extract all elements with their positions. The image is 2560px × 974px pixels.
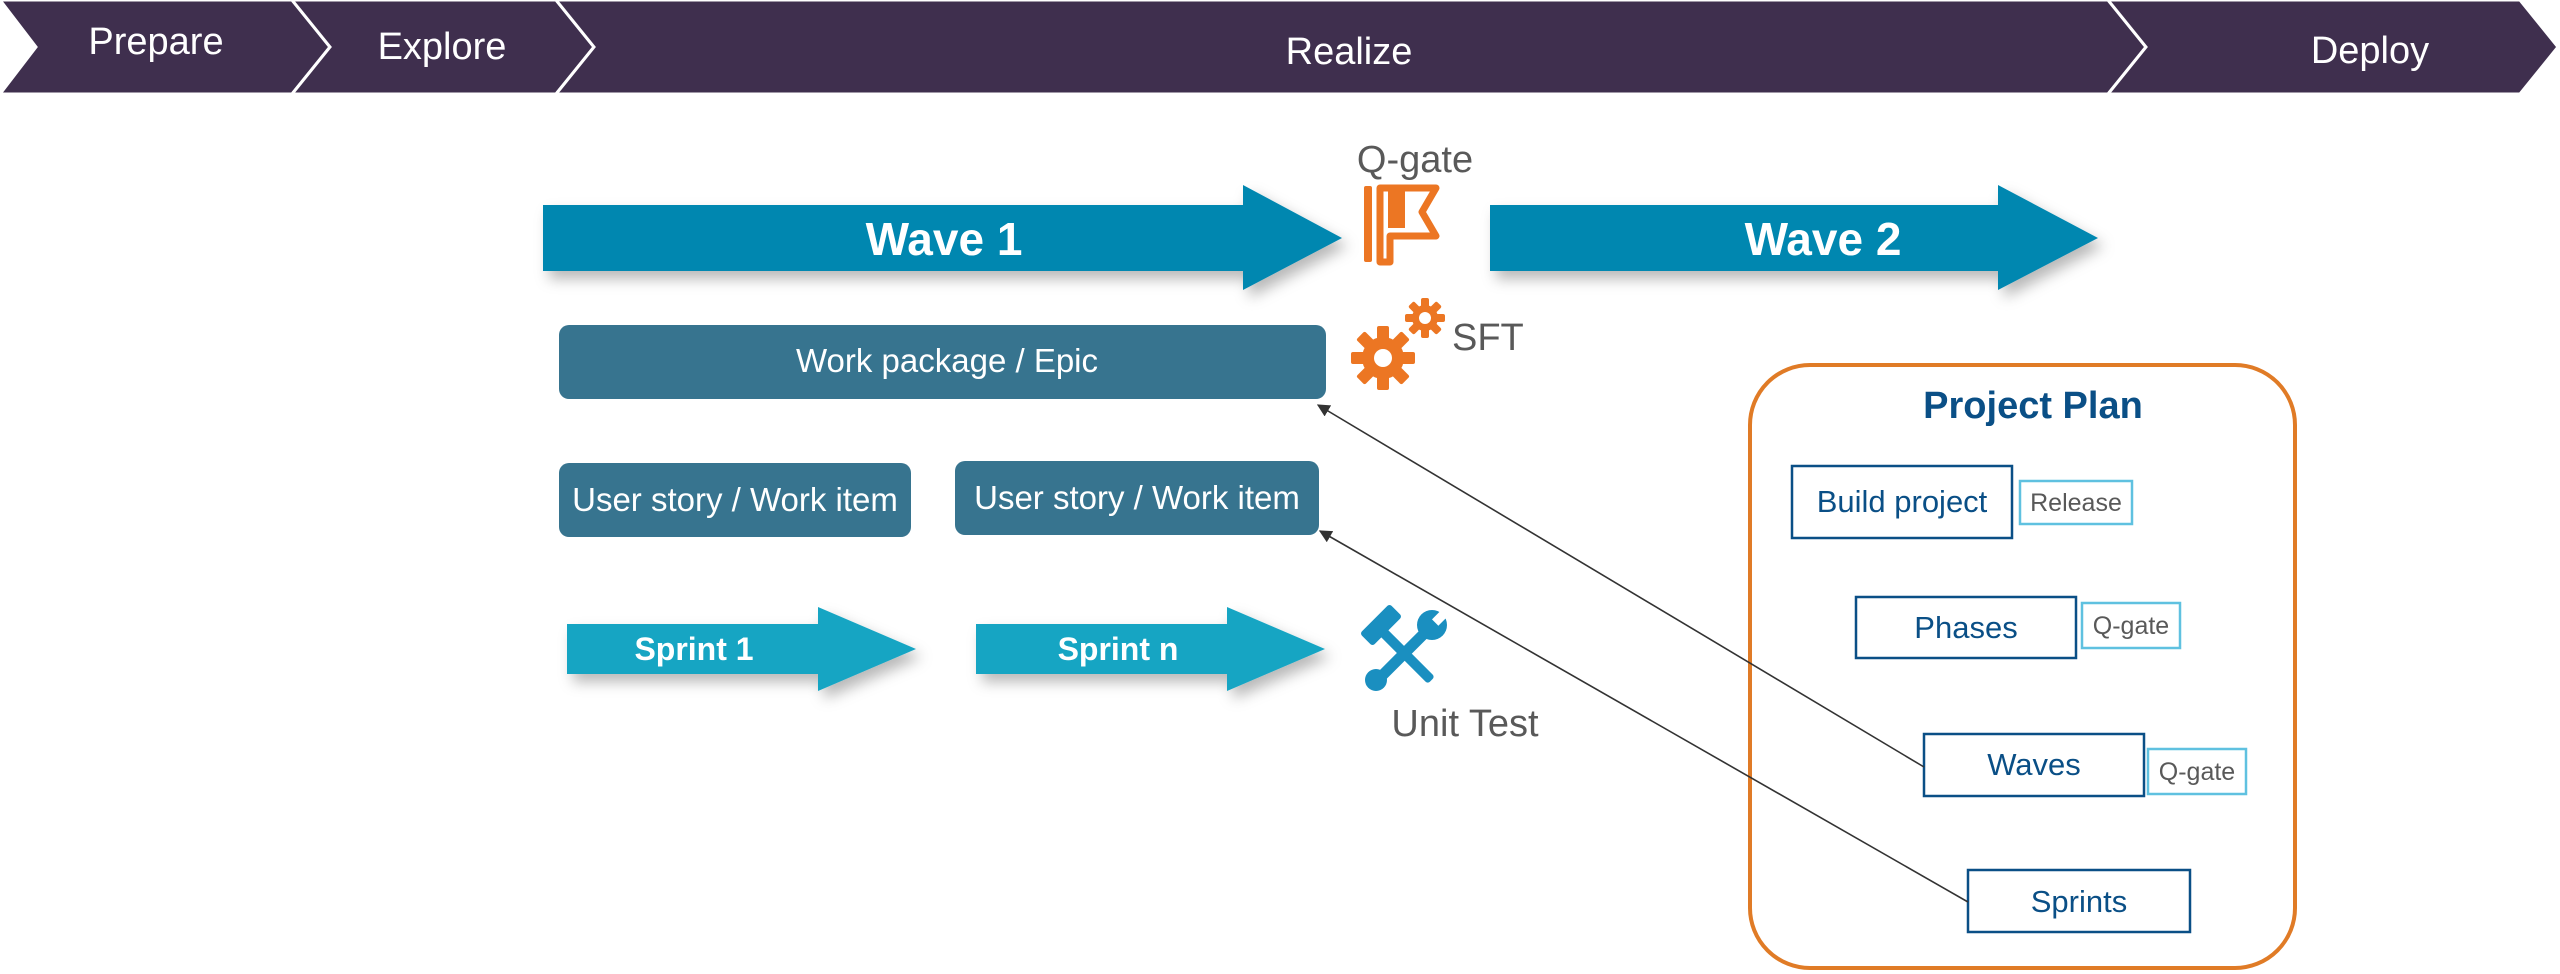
connector-sprints-to-user-story xyxy=(1318,530,1969,903)
plan-tag-label: Q-gate xyxy=(2159,758,2235,786)
plan-tag-qgate-waves: Q-gate xyxy=(2146,747,2248,796)
plan-item-phases[interactable]: Phases xyxy=(1854,595,2078,660)
project-plan-panel xyxy=(1748,363,2297,970)
sprint-n-label: Sprint n xyxy=(1058,631,1179,667)
work-package-label: Work package / Epic xyxy=(796,342,1098,379)
phase-label-deploy: Deploy xyxy=(2311,30,2429,72)
phase-label-explore: Explore xyxy=(378,26,507,68)
unit-test-label: Unit Test xyxy=(1391,703,1539,745)
flag-gate-icon xyxy=(1364,184,1440,266)
sft-label: SFT xyxy=(1452,317,1524,359)
plan-item-label: Waves xyxy=(1987,747,2081,782)
phase-label-realize: Realize xyxy=(1286,31,1413,73)
qgate-label: Q-gate xyxy=(1357,139,1473,181)
sprint-1-label: Sprint 1 xyxy=(634,631,753,667)
user-story-box-1[interactable] xyxy=(559,463,911,537)
work-package-box[interactable] xyxy=(559,325,1326,399)
project-plan-title: Project Plan xyxy=(1923,385,2143,427)
wave-2-label: Wave 2 xyxy=(1745,213,1902,265)
plan-tag-qgate-phases: Q-gate xyxy=(2080,601,2182,650)
plan-item-waves[interactable]: Waves xyxy=(1922,732,2146,798)
plan-item-label: Build project xyxy=(1817,484,1988,519)
plan-tag-release: Release xyxy=(2018,479,2134,526)
user-story-box-2[interactable] xyxy=(955,461,1319,535)
plan-item-sprints[interactable]: Sprints xyxy=(1966,868,2192,934)
plan-item-build-project[interactable]: Build project xyxy=(1790,464,2014,540)
wave-2-arrow xyxy=(1490,185,2098,290)
gears-icon xyxy=(1351,298,1445,390)
wrench-hammer-icon xyxy=(1361,605,1450,691)
plan-tag-label: Release xyxy=(2030,489,2122,517)
phase-label-prepare: Prepare xyxy=(88,21,223,63)
user-story-label-2: User story / Work item xyxy=(974,479,1300,516)
wave-1-label: Wave 1 xyxy=(866,213,1023,265)
sprint-1-arrow xyxy=(567,607,916,691)
connector-waves-to-work-package xyxy=(1316,404,1925,768)
plan-item-label: Sprints xyxy=(2031,884,2127,919)
user-story-label-1: User story / Work item xyxy=(572,481,898,518)
phase-chevron-deploy[interactable] xyxy=(2104,0,2560,96)
wave-1-arrow xyxy=(543,185,1342,290)
plan-tag-label: Q-gate xyxy=(2093,612,2169,640)
phase-bar: Prepare Explore Realize Deploy xyxy=(0,0,2560,96)
sprint-n-arrow xyxy=(976,607,1325,691)
plan-item-label: Phases xyxy=(1914,610,2017,645)
